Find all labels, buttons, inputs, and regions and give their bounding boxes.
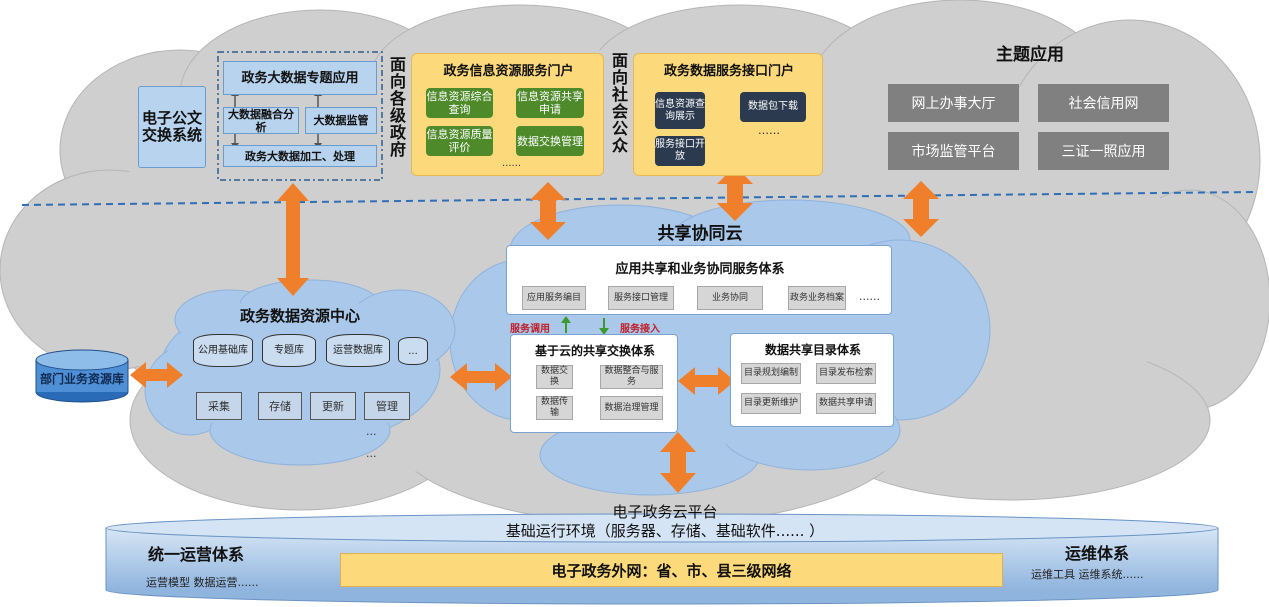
business-archive-button[interactable]: 政务业务档案: [788, 286, 846, 310]
info-portal: 政务信息资源服务门户 信息资源综合查询 信息资源共享申请 信息资源质量评价 数据…: [411, 53, 604, 176]
ops-more-2: ...: [366, 447, 377, 460]
exchange-card: 基于云的共享交换体系 数据交换 数据整合与服务 数据传输 数据治理管理: [510, 334, 678, 433]
update-button[interactable]: 更新: [310, 392, 356, 420]
api-portal-title: 政务数据服务接口门户: [663, 64, 794, 79]
ops-more-1: ...: [366, 425, 377, 438]
ops-left-title: 统一运营体系: [148, 545, 245, 564]
topic-db-icon: 专题库: [262, 334, 316, 367]
ops-right-sub: 运维工具 运维系统......: [1031, 568, 1144, 581]
catalog-plan-button[interactable]: 目录规划编制: [741, 363, 801, 384]
share-apply-button[interactable]: 数据共享申请: [816, 393, 876, 414]
doc-exchange-box: 电子公文交换系统: [138, 86, 206, 168]
data-exchange-mgmt-button[interactable]: 数据交换管理: [516, 126, 584, 156]
info-quality-button[interactable]: 信息资源质量评价: [426, 126, 493, 156]
collect-button[interactable]: 采集: [196, 392, 242, 420]
app-service-more: ......: [859, 290, 880, 303]
platform-label: 电子政务云平台: [612, 503, 718, 521]
catalog-card: 数据共享目录体系 目录规划编制 目录发布检索 目录更新维护 数据共享申请: [730, 333, 894, 427]
info-portal-title: 政务信息资源服务门户: [443, 64, 574, 79]
theme-apps-title: 主题应用: [996, 45, 1064, 65]
app-catalog-button[interactable]: 应用服务编目: [522, 286, 586, 310]
gov-facing-label: 面向各级政府: [389, 55, 406, 159]
api-portal: 政务数据服务接口门户 信息资源查询展示 数据包下载 服务接口开放 ……: [633, 53, 823, 176]
three-cert-button[interactable]: 三证一照应用: [1038, 132, 1169, 170]
bigdata-title: 政务大数据专题应用: [223, 61, 377, 95]
public-facing-label: 面向社会公众: [611, 51, 628, 155]
info-share-apply-button[interactable]: 信息资源共享申请: [516, 88, 584, 118]
api-portal-more: ……: [758, 124, 780, 137]
network-bar: 电子政务外网：省、市、县三级网络: [340, 553, 1003, 587]
service-call-label: 服务调用: [510, 324, 550, 335]
data-transfer-button[interactable]: 数据传输: [536, 396, 573, 420]
manage-button[interactable]: 管理: [364, 392, 410, 420]
online-service-hall-button[interactable]: 网上办事大厅: [888, 84, 1019, 122]
app-service-title: 应用共享和业务协同服务体系: [615, 262, 785, 277]
bigdata-fusion: 大数据融合分析: [223, 107, 299, 134]
business-collab-button[interactable]: 业务协同: [697, 286, 763, 310]
service-access-label: 服务接入: [620, 324, 660, 335]
info-query-button[interactable]: 信息资源综合查询: [426, 88, 493, 118]
resource-center-title: 政务数据资源中心: [239, 307, 360, 325]
collab-cloud-title: 共享协同云: [657, 224, 743, 244]
api-mgmt-button[interactable]: 服务接口管理: [608, 286, 674, 310]
ops-right-title: 运维体系: [1065, 544, 1130, 563]
env-label: 基础运行环境（服务器、存储、基础软件...... ）: [505, 522, 825, 540]
info-resource-display-button[interactable]: 信息资源查询展示: [655, 92, 705, 129]
public-db-icon: 公用基础库: [193, 334, 253, 367]
bigdata-process: 政务大数据加工、处理: [223, 145, 377, 167]
bigdata-monitor: 大数据监管: [305, 107, 377, 134]
store-button[interactable]: 存储: [258, 392, 302, 420]
ops-left-sub: 运营模型 数据运营......: [146, 576, 259, 589]
operation-db-icon: 运营数据库: [326, 334, 390, 367]
social-credit-button[interactable]: 社会信用网: [1038, 84, 1169, 122]
catalog-update-button[interactable]: 目录更新维护: [741, 393, 801, 414]
app-service-card: 应用共享和业务协同服务体系 应用服务编目 服务接口管理 业务协同 政务业务档案 …: [506, 245, 892, 315]
more-db-icon: ...: [398, 337, 428, 365]
info-portal-more: ......: [502, 158, 522, 169]
catalog-title: 数据共享目录体系: [764, 343, 861, 357]
market-supervision-button[interactable]: 市场监管平台: [888, 132, 1019, 170]
catalog-publish-button[interactable]: 目录发布检索: [816, 363, 876, 384]
service-api-open-button[interactable]: 服务接口开放: [655, 136, 705, 166]
data-governance-button[interactable]: 数据治理管理: [600, 396, 663, 420]
data-exchange-button[interactable]: 数据交换: [536, 365, 573, 389]
data-integration-button[interactable]: 数据整合与服务: [600, 365, 663, 389]
data-package-download-button[interactable]: 数据包下载: [740, 92, 806, 122]
dept-db-label: 部门业务资源库: [39, 371, 124, 386]
exchange-title: 基于云的共享交换体系: [534, 344, 655, 358]
